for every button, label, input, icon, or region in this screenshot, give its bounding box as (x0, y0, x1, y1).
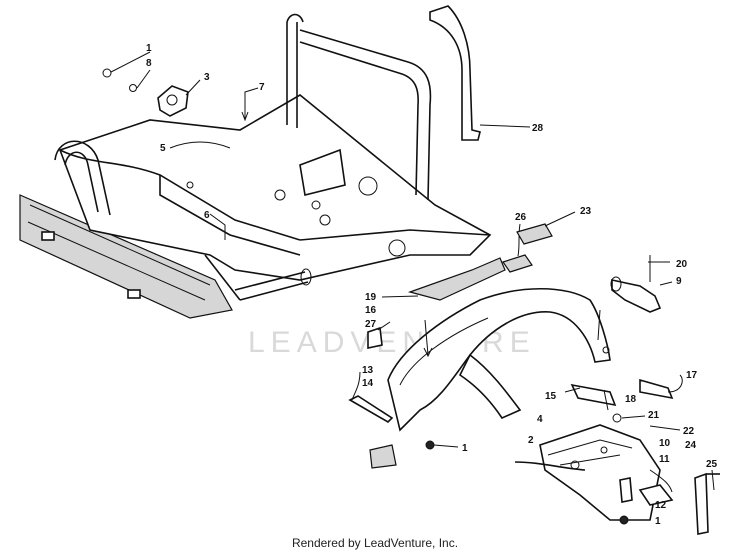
callout-label: 2 (528, 435, 534, 446)
callout-label: 5 (160, 143, 166, 154)
latch-part-17 (639, 374, 683, 400)
callout-label: 15 (545, 391, 557, 402)
pad-part-13b (369, 444, 397, 469)
fender-part-14 (387, 288, 611, 432)
callout-label: 8 (146, 58, 152, 69)
callout-label: 20 (676, 259, 688, 270)
callout-label: 18 (625, 394, 637, 405)
bolt-part-13 (348, 395, 394, 424)
nut-part-1b (425, 440, 435, 450)
strap-part-11 (638, 484, 674, 506)
leader-6 (209, 213, 226, 240)
callout-label: 17 (686, 370, 698, 381)
callout-label: 1 (655, 516, 661, 527)
floor-plate-part-19 (381, 257, 506, 301)
plate-part-26 (502, 223, 533, 273)
callout-label: 7 (259, 82, 265, 93)
leader-27 (377, 321, 391, 331)
footer-credit: Rendered by LeadVenture, Inc. (291, 536, 459, 550)
leader-13 (351, 371, 361, 401)
rear-bracket-assembly (514, 424, 661, 525)
callout-label: 3 (204, 72, 210, 83)
callout-label: 4 (537, 414, 543, 425)
leader-1b (433, 444, 459, 448)
callout-label: 28 (532, 123, 544, 134)
chassis-frame (19, 13, 492, 319)
nut-and-washer (102, 51, 151, 92)
callout-label: 10 (659, 438, 671, 449)
callout-label: 27 (365, 319, 377, 330)
callout-label: 19 (365, 292, 377, 303)
bolt-part-18 (603, 389, 609, 411)
bracket-part-9 (610, 255, 673, 313)
callout-label: 6 (204, 210, 210, 221)
callout-label: 1 (146, 43, 152, 54)
callout-label: 13 (362, 365, 374, 376)
nut-part-1c (619, 515, 629, 525)
callout-label: 16 (365, 305, 377, 316)
arrow-7 (241, 111, 249, 122)
callout-label: 14 (362, 378, 374, 389)
pin-part-22 (649, 425, 681, 431)
callout-label: 9 (676, 276, 682, 287)
mount-bracket-part-3 (157, 79, 201, 117)
callout-label: 22 (683, 426, 695, 437)
bracket-part-27 (367, 326, 383, 349)
leader-5 (169, 141, 231, 149)
leader-11 (649, 469, 673, 493)
leader-21 (621, 415, 646, 419)
callout-label: 26 (515, 212, 527, 223)
callout-label: 11 (659, 454, 670, 465)
callout-label: 1 (462, 443, 468, 454)
callout-label: 21 (648, 410, 660, 421)
leader-7 (244, 87, 259, 120)
callout-label: 24 (685, 440, 697, 451)
callout-label: 25 (706, 459, 718, 470)
callout-label: 12 (655, 500, 667, 511)
washer-part-21 (612, 413, 622, 423)
callout-labels: 1 8 3 7 5 6 28 26 23 20 9 19 16 27 13 14… (146, 43, 718, 527)
trim-strip-part-28 (429, 5, 531, 141)
callout-label: 23 (580, 206, 592, 217)
plate-part-23 (516, 211, 576, 245)
bracket-part-15 (564, 383, 617, 407)
handle-part-24 (694, 469, 720, 535)
